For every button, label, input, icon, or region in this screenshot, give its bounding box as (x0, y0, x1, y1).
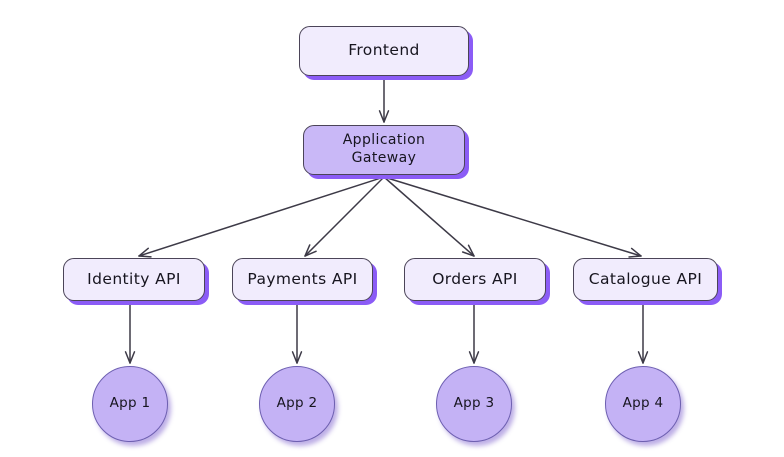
node-application-gateway[interactable]: Application Gateway (303, 125, 465, 175)
node-identity-api[interactable]: Identity API (63, 258, 205, 301)
node-app-4[interactable]: App 4 (605, 366, 681, 442)
node-label-app-4: App 4 (622, 395, 664, 412)
node-label-app-2: App 2 (276, 395, 318, 412)
edge-gateway-payments (304, 176, 385, 257)
edge-frontend-gateway (378, 77, 390, 123)
edge-gateway-catalogue (383, 176, 642, 258)
edge-payments-app2 (291, 302, 303, 364)
edge-identity-app1 (124, 302, 136, 364)
node-catalogue-api[interactable]: Catalogue API (573, 258, 718, 301)
arrowhead (138, 247, 152, 258)
arrowhead (378, 110, 390, 123)
node-app-2[interactable]: App 2 (259, 366, 335, 442)
arrowhead (291, 351, 303, 364)
arrowhead (628, 247, 642, 258)
edge-gateway-orders (383, 176, 475, 257)
edge-orders-app3 (468, 302, 480, 364)
node-frontend[interactable]: Frontend (299, 26, 469, 76)
node-label-identity-api: Identity API (87, 269, 181, 288)
node-label-app-3: App 3 (453, 395, 495, 412)
edge-catalogue-app4 (637, 302, 649, 364)
arrowhead (304, 244, 317, 257)
arrowhead (124, 351, 136, 364)
node-label-app-1: App 1 (109, 395, 151, 412)
node-app-3[interactable]: App 3 (436, 366, 512, 442)
edge-gateway-identity (138, 176, 385, 258)
node-label-application-gateway: Application Gateway (342, 132, 426, 166)
node-payments-api[interactable]: Payments API (232, 258, 373, 301)
arrowhead (468, 351, 480, 364)
arrowhead (461, 244, 475, 257)
arrowhead (637, 351, 649, 364)
node-label-frontend: Frontend (348, 41, 420, 60)
node-app-1[interactable]: App 1 (92, 366, 168, 442)
node-label-orders-api: Orders API (432, 269, 518, 288)
node-orders-api[interactable]: Orders API (404, 258, 546, 301)
node-label-catalogue-api: Catalogue API (588, 269, 703, 288)
node-label-payments-api: Payments API (247, 269, 358, 288)
